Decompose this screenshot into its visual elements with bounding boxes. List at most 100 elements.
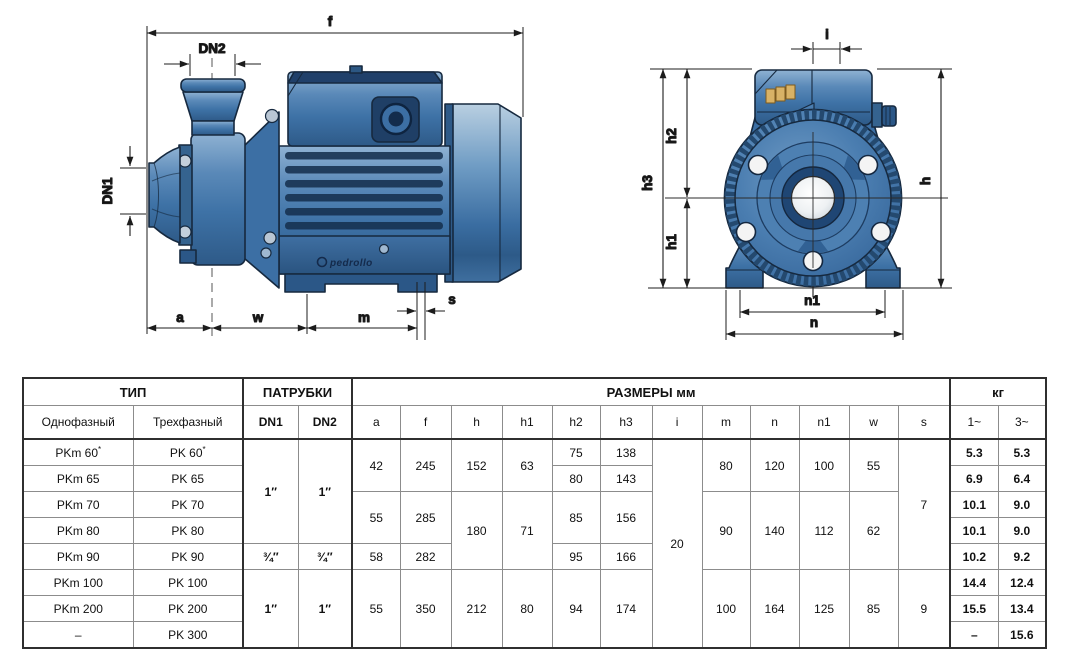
- dim-label-h2: h2: [664, 128, 679, 144]
- table-cell: 14.4: [949, 569, 999, 596]
- table-cell: 152: [450, 438, 503, 492]
- table-cell: 15.5: [949, 595, 999, 622]
- table-cell: 140: [749, 491, 800, 570]
- motor-fins: [285, 152, 443, 230]
- table-cell: 245: [399, 438, 452, 492]
- dim-dn1: DN1: [99, 146, 146, 236]
- table-cell: 80: [701, 438, 751, 492]
- fan-cover: [444, 103, 522, 283]
- column-header: h1: [501, 405, 553, 440]
- table-cell: 71: [501, 491, 553, 570]
- table-cell: 75: [551, 438, 601, 466]
- dim-label-h1: h1: [664, 234, 679, 250]
- table-cell: 85: [848, 569, 899, 649]
- spec-row: –PK 300–15.6: [22, 621, 1047, 649]
- pump-casing: [179, 78, 246, 266]
- terminal-strip: [765, 84, 796, 104]
- table-cell: 90: [701, 491, 751, 570]
- group-header: ПАТРУБКИ: [242, 377, 353, 406]
- column-header: 1~: [949, 405, 999, 440]
- table-cell: PKm 200: [22, 595, 134, 622]
- table-cell: 1″: [297, 569, 353, 649]
- table-cell: 156: [599, 491, 653, 544]
- dim-h2: h2: [663, 69, 691, 197]
- table-cell: PK 90: [132, 543, 244, 570]
- table-cell: 85: [551, 491, 601, 544]
- column-header: h2: [551, 405, 601, 440]
- column-header: DN2: [297, 405, 353, 440]
- motor-band: [278, 235, 451, 275]
- table-cell: 212: [450, 569, 503, 649]
- dim-dn2: DN2: [164, 40, 261, 76]
- table-cell: 9: [897, 569, 951, 649]
- bolt-holes: [735, 154, 892, 272]
- table-cell: PKm 90: [22, 543, 134, 570]
- table-cell: 80: [551, 465, 601, 492]
- table-cell: 63: [501, 438, 553, 492]
- column-header: m: [701, 405, 751, 440]
- dim-n: n: [725, 290, 904, 340]
- column-header: 3~: [997, 405, 1047, 440]
- table-cell: 174: [599, 569, 653, 649]
- table-cell: 10.2: [949, 543, 999, 570]
- table-cell: 120: [749, 438, 800, 492]
- dim-label-w: w: [252, 310, 264, 325]
- dim-h1: h1: [663, 199, 691, 288]
- table-cell: 125: [798, 569, 850, 649]
- dim-bottom: a w m: [147, 282, 426, 340]
- group-header: кг: [949, 377, 1047, 406]
- table-cell: 55: [848, 438, 899, 492]
- table-cell: PK 70: [132, 491, 244, 518]
- motor-body: [278, 145, 451, 293]
- column-header: n1: [798, 405, 850, 440]
- terminal-box: [287, 65, 443, 147]
- column-header: w: [848, 405, 899, 440]
- table-cell: 1″: [242, 569, 299, 649]
- front-view: i h3 h2 h1 h: [639, 26, 952, 340]
- dim-label-h: h: [918, 177, 933, 185]
- table-cell: 12.4: [997, 569, 1047, 596]
- table-cell: PKm 60*: [22, 438, 134, 466]
- table-cell: 9.2: [997, 543, 1047, 570]
- dim-label-n1: n1: [804, 293, 820, 308]
- dim-h3: h3: [639, 69, 667, 288]
- ref-lines: [648, 68, 952, 289]
- table-cell: 58: [351, 543, 401, 570]
- dim-label-h3: h3: [640, 175, 655, 191]
- dim-label-f: f: [328, 14, 333, 29]
- table-cell: 55: [351, 569, 401, 649]
- table-cell: 10.1: [949, 491, 999, 518]
- table-cell: ¾″: [297, 543, 353, 570]
- table-cell: 7: [897, 438, 951, 570]
- table-cell: 6.9: [949, 465, 999, 492]
- dim-h: h: [917, 69, 945, 288]
- table-cell: PKm 65: [22, 465, 134, 492]
- table-cell: 9.0: [997, 517, 1047, 544]
- table-cell: 350: [399, 569, 452, 649]
- cable-gland: [371, 96, 420, 143]
- front-casing: [665, 108, 948, 297]
- table-cell: –: [22, 621, 134, 649]
- table-cell: PK 65: [132, 465, 244, 492]
- dim-label-dn1: DN1: [100, 177, 115, 204]
- table-cell: 112: [798, 491, 850, 570]
- dim-label-s: s: [448, 292, 456, 307]
- column-header: s: [897, 405, 951, 440]
- dim-label-m: m: [358, 310, 370, 325]
- table-cell: 62: [848, 491, 899, 570]
- table-cell: PK 60*: [132, 438, 244, 466]
- table-cell: 6.4: [997, 465, 1047, 492]
- column-header: h3: [599, 405, 653, 440]
- table-cell: 100: [701, 569, 751, 649]
- front-cable-gland: [871, 102, 897, 128]
